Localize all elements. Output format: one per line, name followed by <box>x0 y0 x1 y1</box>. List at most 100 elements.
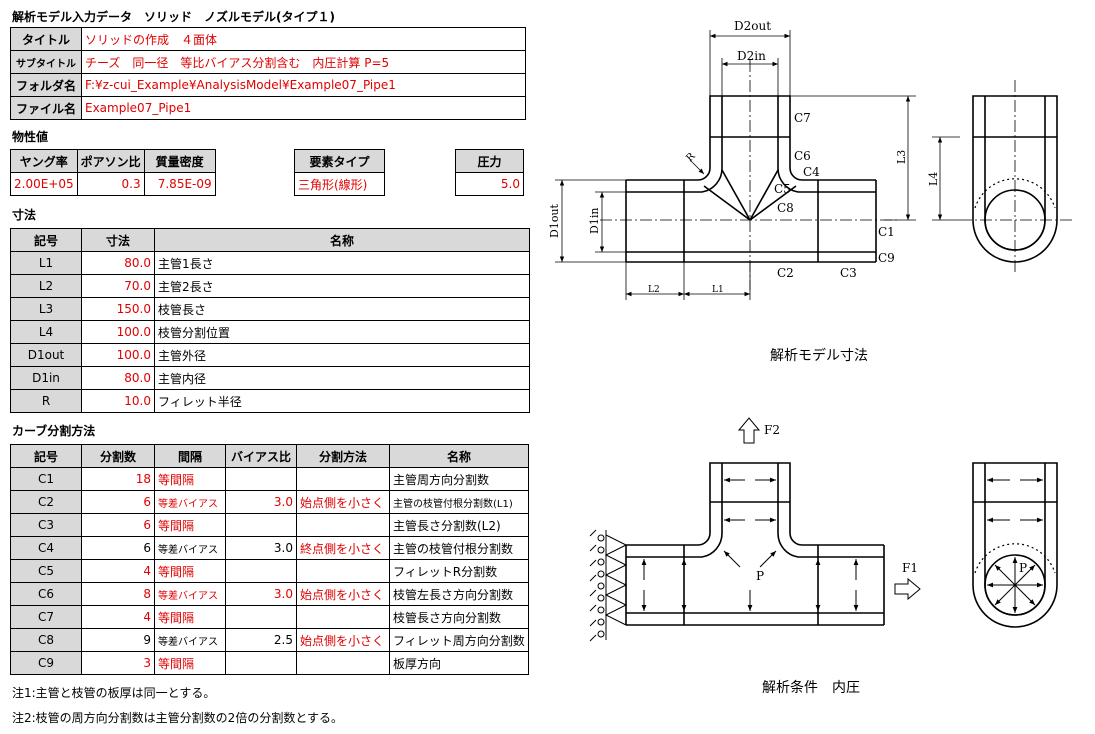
dims-name: 枝管分割位置 <box>154 320 530 344</box>
dims-value: 10.0 <box>81 389 155 413</box>
dims-name: 主管2長さ <box>154 274 530 298</box>
curve-sym: C3 <box>10 513 82 537</box>
curve-count: 6 <box>81 536 155 560</box>
curve-method: 始点側を小さく <box>296 490 390 514</box>
curve-name: 板厚方向 <box>389 651 529 675</box>
dims-header-sym: 記号 <box>10 228 82 252</box>
curve-method <box>296 559 390 583</box>
label-l1: L1 <box>712 285 724 295</box>
label-p-side: P <box>1019 561 1027 575</box>
dims-value: 100.0 <box>81 320 155 344</box>
curve-count: 3 <box>81 651 155 675</box>
dims-sym: L2 <box>10 274 82 298</box>
curve-interval: 等間隔 <box>154 559 226 583</box>
curves-header-sym: 記号 <box>10 444 82 468</box>
young-value: 2.00E+05 <box>10 172 78 196</box>
curve-name: フィレット周方向分割数 <box>389 628 529 652</box>
dims-name: 枝管長さ <box>154 297 530 321</box>
info-table: タイトル ソリッドの作成 ４面体 サブタイトル チーズ 同一径 等比バイアス分割… <box>10 27 526 120</box>
label-d2out: D2out <box>734 19 771 33</box>
dims-value: 100.0 <box>81 343 155 367</box>
curves-header-n: 分割数 <box>81 444 155 468</box>
curve-bias <box>225 467 297 491</box>
label-r: R <box>684 151 697 164</box>
curve-sym: C6 <box>10 582 82 606</box>
label-c9: C9 <box>878 251 895 265</box>
label-f2: F2 <box>764 423 780 437</box>
poisson-value: 0.3 <box>76 172 145 196</box>
curve-interval: 等差バイアス <box>154 628 226 652</box>
label-c8: C8 <box>777 201 794 215</box>
dims-value: 70.0 <box>81 274 155 298</box>
subtitle-value: チーズ 同一径 等比バイアス分割含む 内圧計算 P=5 <box>81 50 526 74</box>
curve-interval: 等差バイアス <box>154 582 226 606</box>
folder-value: F:¥z-cui_Example¥AnalysisModel¥Example07… <box>81 73 526 97</box>
label-l3: L3 <box>895 150 908 164</box>
note-1: 注1:主管と枝管の板厚は同一とする。 <box>12 686 216 700</box>
dims-header-name: 名称 <box>154 228 530 252</box>
density-value: 7.85E-09 <box>143 172 216 196</box>
dims-name: 主管外径 <box>154 343 530 367</box>
curves-header-method: 分割方法 <box>296 444 390 468</box>
curve-interval: 等間隔 <box>154 651 226 675</box>
curve-name: 主管の枝管付根分割数 <box>389 536 529 560</box>
model-dimension-diagram: D2out D2in C7 C6 C4 C5 C8 C1 C9 C2 C3 L2… <box>548 19 1075 364</box>
curve-sym: C8 <box>10 628 82 652</box>
curve-bias <box>225 513 297 537</box>
label-d1out: D1out <box>548 203 561 238</box>
dims-sym: L1 <box>10 251 82 275</box>
curve-sym: C1 <box>10 467 82 491</box>
dims-value: 80.0 <box>81 251 155 275</box>
pressure-label: 圧力 <box>455 149 524 173</box>
curve-sym: C5 <box>10 559 82 583</box>
curves-section-title: カーブ分割方法 <box>12 424 96 438</box>
curve-name: フィレットR分割数 <box>389 559 529 583</box>
curves-header-name: 名称 <box>389 444 529 468</box>
curve-interval: 等差バイアス <box>154 536 226 560</box>
file-value: Example07_Pipe1 <box>81 96 526 120</box>
curve-bias: 2.5 <box>225 628 297 652</box>
curves-header-interval: 間隔 <box>154 444 226 468</box>
curves-header-bias: バイアス比 <box>225 444 297 468</box>
curve-sym: C7 <box>10 605 82 629</box>
element-type-table: 要素タイプ 三角形(線形) <box>294 149 385 196</box>
label-l2: L2 <box>648 285 660 295</box>
curve-bias <box>225 605 297 629</box>
curve-sym: C4 <box>10 536 82 560</box>
label-c1: C1 <box>878 225 895 239</box>
curve-method <box>296 605 390 629</box>
dims-sym: R <box>10 389 82 413</box>
curve-interval: 等差バイアス <box>154 490 226 514</box>
diagram1-caption: 解析モデル寸法 <box>770 347 868 364</box>
dims-header-val: 寸法 <box>81 228 155 252</box>
dims-value: 80.0 <box>81 366 155 390</box>
dims-sym: L4 <box>10 320 82 344</box>
label-p-front: P <box>756 569 764 583</box>
note-2: 注2:枝管の周方向分割数は主管分割数の2倍の分割数とする。 <box>12 711 343 725</box>
curve-name: 枝管長さ方向分割数 <box>389 605 529 629</box>
page-title: 解析モデル入力データ ソリッド ノズルモデル(タイプ１) <box>12 10 335 24</box>
dims-value: 150.0 <box>81 297 155 321</box>
element-value: 三角形(線形) <box>294 172 385 196</box>
curve-method <box>296 467 390 491</box>
young-label: ヤング率 <box>10 149 78 173</box>
curve-method: 始点側を小さく <box>296 582 390 606</box>
material-section-title: 物性値 <box>12 130 49 144</box>
dims-sym: L3 <box>10 297 82 321</box>
label-l4: L4 <box>927 172 940 186</box>
curve-count: 18 <box>81 467 155 491</box>
curve-interval: 等間隔 <box>154 467 226 491</box>
